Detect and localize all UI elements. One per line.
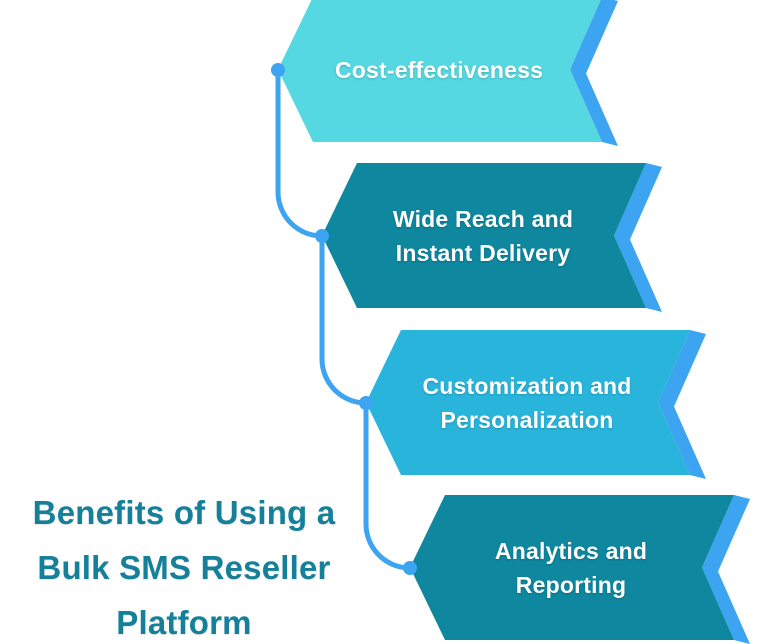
- banner-arrow-4: [410, 495, 750, 644]
- banner-4-body: [410, 495, 734, 640]
- banner-arrow-2: [322, 163, 662, 312]
- connector-dot: [359, 396, 373, 410]
- connector-dot: [315, 229, 329, 243]
- banner-1-accent-chevron: [570, 0, 618, 146]
- banner-4-accent-chevron: [702, 495, 750, 644]
- connector-dot: [271, 63, 285, 77]
- banner-2-body: [322, 163, 646, 308]
- banner-3-body: [366, 330, 690, 475]
- connector-dot: [403, 561, 417, 575]
- banner-arrow-1: [278, 0, 618, 146]
- banner-arrow-3: [366, 330, 706, 479]
- banner-3-accent-chevron: [658, 330, 706, 479]
- page-title: Benefits of Using a Bulk SMS Reseller Pl…: [32, 494, 336, 641]
- banner-1-body: [278, 0, 602, 142]
- connector-line: [275, 67, 413, 571]
- banner-2-accent-chevron: [614, 163, 662, 312]
